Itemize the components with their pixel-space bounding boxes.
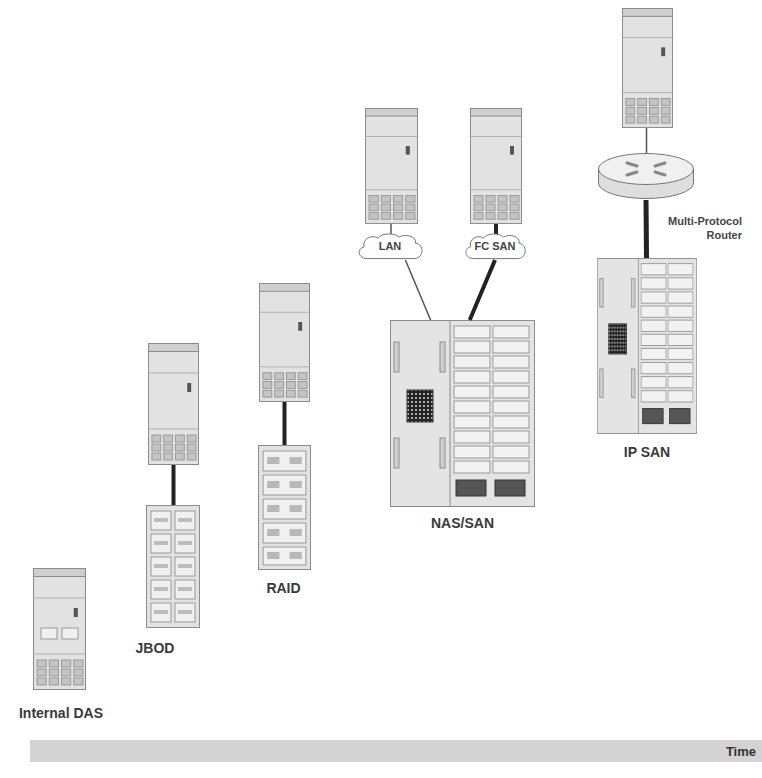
server-tower — [34, 569, 86, 690]
connector-line — [405, 260, 430, 320]
server-tower — [366, 108, 418, 223]
device-label: FC SAN — [475, 240, 516, 252]
cloud-path — [359, 234, 422, 259]
axis-label: Time — [726, 744, 756, 759]
network-cloud: LAN — [355, 232, 425, 260]
server-tower — [259, 283, 309, 401]
router: Multi-Protocol Router — [597, 152, 695, 200]
device-label: NAS/SAN — [431, 515, 494, 532]
device-label: Internal DAS — [19, 705, 103, 721]
storage-system: IP SAN — [597, 258, 697, 461]
router-arrow — [627, 172, 637, 175]
device-label: LAN — [379, 240, 402, 252]
network-cloud: FC SAN — [462, 232, 528, 260]
router-arrow — [627, 163, 637, 166]
connector-line — [644, 200, 650, 258]
device-label: IP SAN — [624, 444, 670, 461]
router-top — [599, 154, 694, 185]
time-bar: Time — [30, 740, 762, 762]
raid-enclosure — [259, 446, 311, 570]
storage-array — [597, 258, 696, 433]
device-caption: JBOD — [120, 637, 190, 659]
storage-array — [391, 321, 535, 507]
device-label: RAID — [266, 580, 300, 596]
cable — [646, 128, 648, 156]
connector-line — [470, 260, 495, 320]
storage-system: NAS/SAN — [390, 320, 535, 532]
server-tower — [622, 8, 672, 127]
server-tower — [471, 108, 522, 223]
server-tower — [148, 344, 198, 465]
device-caption: Internal DAS — [4, 702, 118, 724]
jbod-enclosure — [147, 506, 200, 628]
device-caption: RAID — [246, 577, 321, 599]
cable — [172, 465, 176, 505]
cable — [283, 402, 287, 445]
internal-disk — [41, 628, 57, 639]
internal-disk — [62, 628, 78, 639]
router-arrow — [655, 172, 665, 175]
cloud-path — [466, 234, 525, 259]
device-label: JBOD — [136, 640, 175, 656]
router-label: Multi-Protocol Router — [654, 214, 742, 242]
router-icon — [597, 152, 695, 200]
router-arrow — [655, 163, 665, 166]
